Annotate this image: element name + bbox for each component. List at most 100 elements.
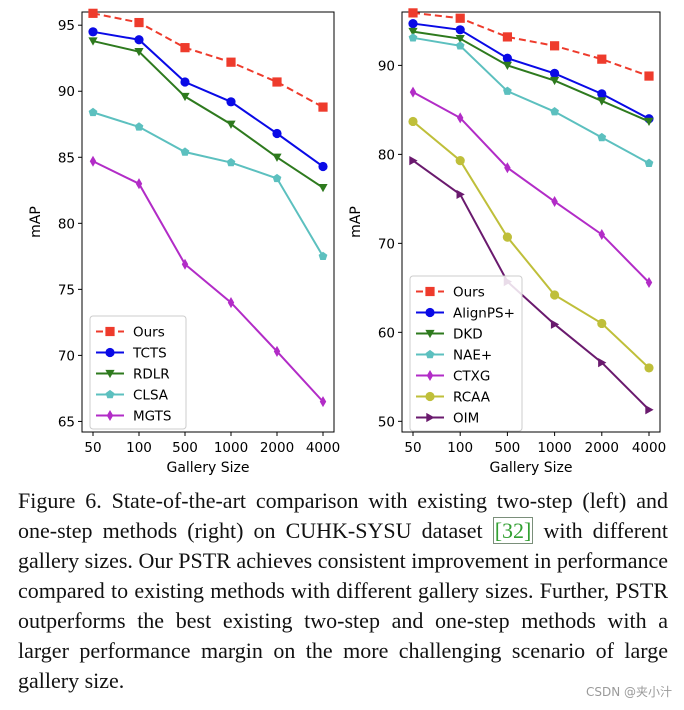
series-line-clsa [92,111,324,257]
plot-frame [81,11,335,433]
series-line-rdlr [92,40,324,189]
series-line-nae- [412,36,650,165]
legend-marker-dkd [425,329,435,339]
data-point-alignps- [408,18,418,29]
legend-label-ctxg: CTXG [453,369,490,385]
data-point-rdlr [180,92,190,102]
legend-box [409,275,523,432]
data-point-ours [502,32,512,42]
x-tick-label: 500 [172,440,198,456]
data-point-alignps- [502,53,512,63]
x-tick-label: 2000 [260,440,294,456]
data-point-ours [88,8,98,18]
data-point-ours [180,43,190,53]
data-point-rdlr [226,120,236,129]
legend-label-clsa: CLSA [133,388,169,404]
data-point-ours [550,41,560,51]
y-axis-label: mAP [348,206,364,238]
data-point-rdlr [88,37,98,46]
x-tick-label: 100 [126,440,152,456]
legend-label-rcaa: RCAA [453,390,491,406]
data-point-ours [134,17,144,28]
data-point-ours [272,77,282,87]
data-point-nae- [503,86,512,95]
data-point-ours [318,102,328,112]
data-point-dkd [644,117,654,127]
series-line-dkd [412,30,650,123]
legend-label-nae-: NAE+ [453,348,492,364]
data-point-alignps- [455,25,465,35]
legend-label-rdlr: RDLR [133,367,170,383]
data-point-ctxg [551,196,558,208]
data-point-alignps- [550,68,560,78]
data-point-nae- [455,41,465,50]
x-tick-label: 50 [404,440,421,456]
y-tick-label: 70 [58,348,75,364]
series-line-ours [92,12,324,108]
series-line-mgts [92,160,324,403]
data-point-clsa [272,173,282,183]
citation-link[interactable]: [32] [492,517,534,544]
legend-marker-ctxg [426,369,434,382]
x-tick-label: 1000 [537,440,571,456]
series-layer [408,8,654,415]
legend-marker-nae- [425,349,435,359]
data-point-mgts [227,297,235,309]
data-point-rcaa [644,363,654,373]
legend-label-mgts: MGTS [133,409,171,425]
data-point-clsa [134,122,144,131]
data-point-oim [456,189,465,200]
data-point-ours [408,8,418,18]
data-point-ctxg [598,228,606,240]
x-axis-label: Gallery Size [166,460,249,476]
data-point-clsa [226,157,236,167]
series-line-ours [412,11,650,78]
data-point-tcts [272,128,282,139]
data-point-mgts [181,258,189,270]
x-tick-label: 500 [495,440,521,456]
series-line-oim [412,159,650,411]
legend-label-oim: OIM [453,411,479,427]
data-point-rcaa [408,116,418,127]
data-point-rdlr [134,47,144,57]
data-point-mgts [135,178,143,190]
y-tick-label: 95 [58,18,75,34]
legend-marker-rcaa [425,391,435,402]
y-tick-label: 60 [378,325,395,341]
data-point-clsa [88,107,98,117]
x-tick-label: 100 [447,440,473,456]
data-point-nae- [408,33,418,42]
data-point-dkd [550,76,560,86]
data-point-oim [645,405,654,415]
series-line-rcaa [412,120,650,369]
data-point-tcts [226,97,236,107]
data-point-tcts [180,77,190,87]
data-point-clsa [318,251,328,261]
series-line-alignps- [412,22,650,120]
series-line-ctxg [412,91,650,284]
plot-frame [401,11,661,433]
data-point-ctxg [409,86,417,98]
legend-marker-clsa [105,389,115,399]
legend-marker-ours [425,286,435,297]
data-point-ours [644,71,654,81]
figure-caption: Figure 6. State-of-the-art comparison wi… [18,486,668,696]
y-tick-label: 65 [58,414,75,430]
data-point-dkd [597,97,607,106]
x-tick-label: 4000 [632,440,666,456]
data-point-mgts [273,345,281,357]
data-point-tcts [134,35,144,45]
data-point-dkd [408,27,418,37]
data-point-oim [550,319,560,329]
data-point-dkd [502,61,512,70]
data-point-rcaa [550,290,560,300]
y-tick-label: 75 [58,282,75,298]
x-tick-label: 1000 [214,440,248,456]
data-point-rdlr [318,183,328,193]
data-point-ctxg [456,112,464,124]
y-tick-label: 90 [58,84,75,100]
legend-label-tcts: TCTS [132,346,167,362]
data-point-dkd [455,35,465,44]
